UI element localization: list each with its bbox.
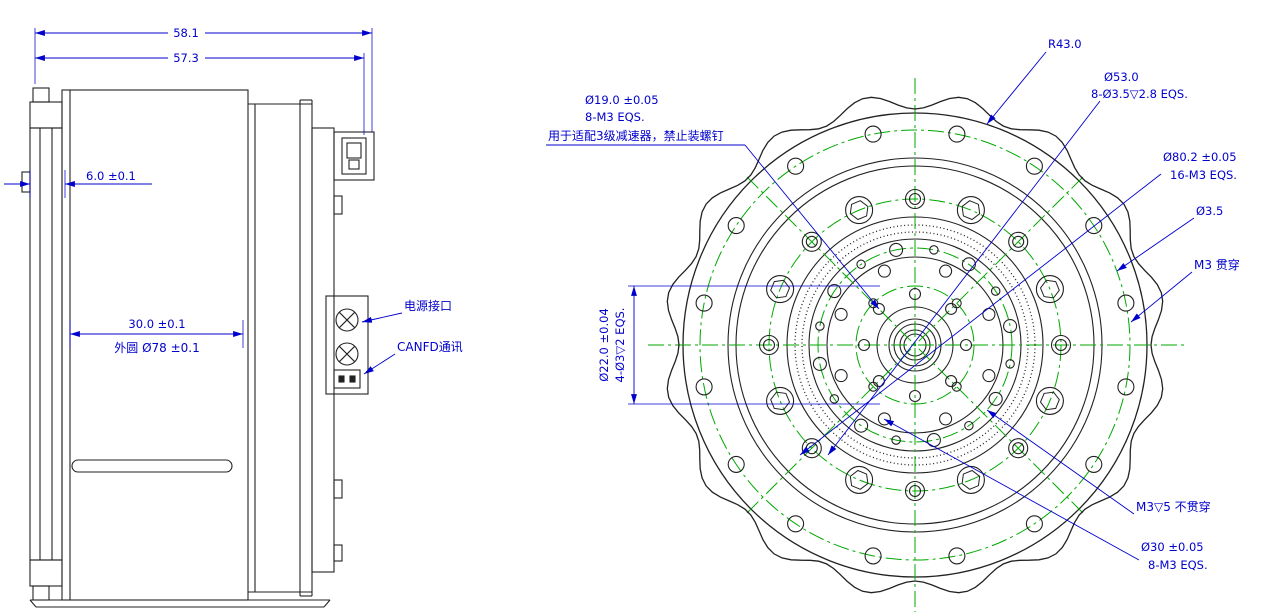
callout-d19-note: 用于适配3级减速器，禁止装螺钉 — [548, 129, 724, 143]
callout-r43: R43.0 — [1048, 37, 1082, 51]
callout-d53-line1: Ø53.0 — [1104, 70, 1139, 84]
dim-body-width: 57.3 — [173, 51, 199, 65]
callout-d19-line2: 8-M3 EQS. — [585, 110, 645, 124]
callout-d22-line1: Ø22.0 ±0.04 — [597, 308, 611, 382]
callout-d80-line1: Ø80.2 ±0.05 — [1163, 150, 1237, 164]
dim-overall-width: 58.1 — [173, 26, 199, 40]
front-view-dimensions: R43.0 Ø53.0 8-Ø3.5▽2.8 EQS. Ø19.0 ±0.05 … — [546, 37, 1240, 572]
dim-depth: 30.0 ±0.1 — [128, 317, 185, 331]
callout-d35: Ø3.5 — [1196, 204, 1223, 218]
callout-m3-through: M3 贯穿 — [1194, 257, 1240, 272]
dim-outer-circle: 外圆 Ø78 ±0.1 — [114, 341, 199, 355]
dim-tab: 6.0 ±0.1 — [86, 169, 136, 183]
centerlines — [648, 78, 1185, 612]
callout-d53-line2: 8-Ø3.5▽2.8 EQS. — [1091, 87, 1188, 101]
callout-d30-line2: 8-M3 EQS. — [1148, 558, 1208, 572]
label-power-port: 电源接口 — [404, 298, 452, 313]
side-view-dimensions: 58.1 57.3 6.0 ±0.1 30.0 ±0.1 外圆 Ø78 ±0.1… — [4, 26, 463, 375]
callout-d22-line2: 4-Ø3▽2 EQS. — [613, 308, 627, 383]
callout-m3-blind: M3▽5 不贯穿 — [1136, 499, 1211, 514]
side-view-geometry — [21, 87, 375, 608]
callout-d19-line1: Ø19.0 ±0.05 — [585, 93, 659, 107]
connector-block — [325, 295, 369, 395]
label-canfd: CANFD通讯 — [397, 340, 463, 354]
callout-d80-line2: 16-M3 EQS. — [1170, 168, 1237, 182]
callout-d30-line1: Ø30 ±0.05 — [1141, 540, 1204, 554]
